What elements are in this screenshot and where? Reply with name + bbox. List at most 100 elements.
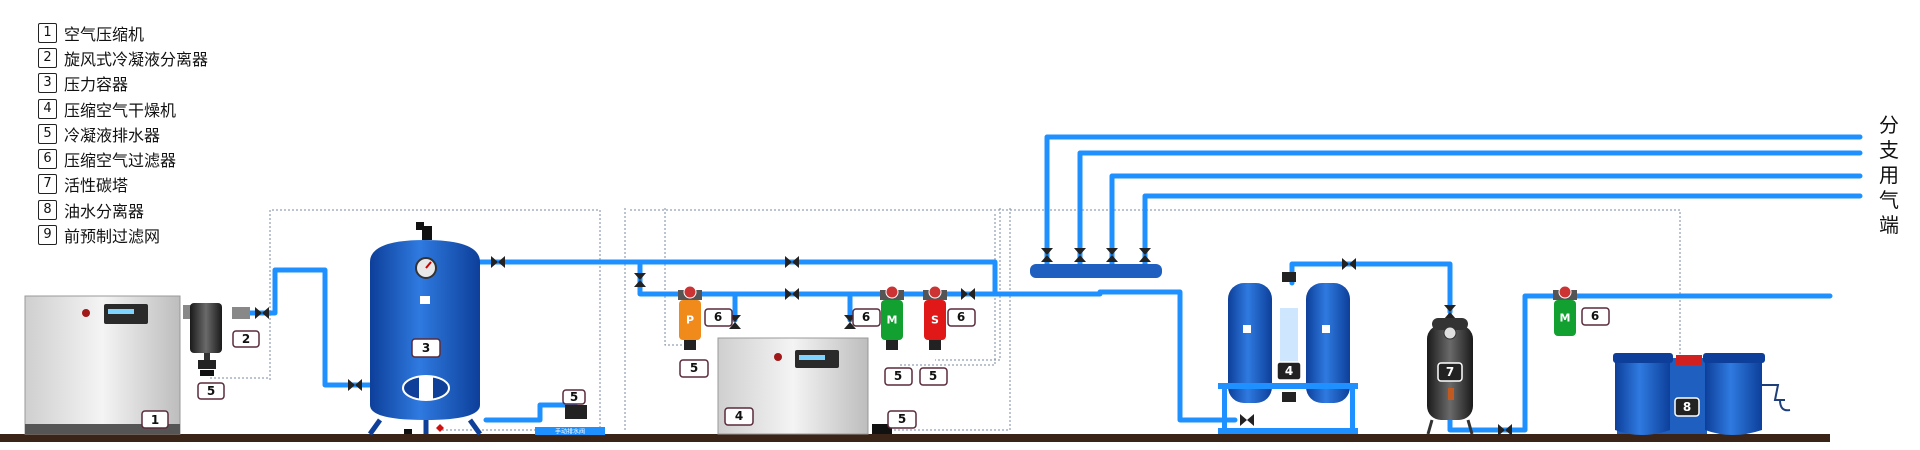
filter-letter-m: M <box>887 314 898 327</box>
svg-text:6: 6 <box>957 310 965 324</box>
legend-label: 活性碳塔 <box>64 176 129 196</box>
valve-icon <box>1444 305 1456 319</box>
svg-text:5: 5 <box>898 412 906 426</box>
branch-label-char: 分 <box>1879 113 1899 137</box>
manual-drain-valve: 手动排水阀 <box>483 402 605 436</box>
legend-num: 1 <box>38 22 57 43</box>
tag-drain: 5 <box>887 410 917 429</box>
branch-label-char: 气 <box>1879 188 1899 212</box>
tag-dryer-refrig: 4 <box>724 407 754 426</box>
pipes <box>247 134 1863 433</box>
legend-item: 7 活性碳塔 <box>38 172 208 197</box>
filter-final <box>1553 285 1577 336</box>
tag-drain: 5 <box>679 359 709 378</box>
svg-text:6: 6 <box>862 310 870 324</box>
tag-drain: 5 <box>919 367 948 386</box>
filter-letter-p: P <box>686 314 694 327</box>
valve-icon <box>1041 248 1053 262</box>
legend-num: 9 <box>38 225 57 246</box>
manual-drain-label: 手动排水阀 <box>555 428 585 436</box>
valves <box>255 248 1512 436</box>
svg-text:5: 5 <box>570 390 578 404</box>
tag-drain: 5 <box>562 389 586 405</box>
distribution-manifold <box>1030 264 1162 278</box>
tag-carbon: 7 <box>1437 362 1463 382</box>
adsorption-dryer <box>1218 272 1358 434</box>
svg-text:8: 8 <box>1683 400 1691 414</box>
valve-icon <box>961 288 975 300</box>
svg-text:2: 2 <box>242 332 250 346</box>
svg-text:4: 4 <box>735 409 743 423</box>
valve-icon <box>255 307 269 319</box>
tag-filter: 6 <box>947 308 976 327</box>
legend-num: 8 <box>38 199 57 220</box>
cyclone-separator <box>183 303 250 369</box>
legend-label: 前预制过滤网 <box>64 227 161 247</box>
tag-filter: 6 <box>1581 307 1610 326</box>
svg-text:5: 5 <box>929 369 937 383</box>
legend-num: 6 <box>38 149 57 170</box>
oil-water-separator <box>1613 353 1791 435</box>
svg-text:4: 4 <box>1285 364 1293 378</box>
svg-text:7: 7 <box>1446 365 1454 379</box>
filter-s <box>923 285 947 350</box>
valve-icon <box>1498 424 1512 436</box>
svg-text:3: 3 <box>422 341 430 355</box>
tag-drain: 5 <box>884 367 913 386</box>
legend-label: 压缩空气过滤器 <box>64 151 177 171</box>
legend-label: 压力容器 <box>64 75 129 95</box>
tag-tank: 3 <box>411 338 441 358</box>
legend-item: 5 冷凝液排水器 <box>38 121 208 146</box>
valve-icon <box>1139 248 1151 262</box>
drain-device <box>200 370 214 376</box>
pressure-tank <box>367 222 483 436</box>
legend-item: 1 空气压缩机 <box>38 20 208 45</box>
branch-outlet-label: 分 支 用 气 端 <box>1874 113 1904 238</box>
valve-icon <box>491 256 505 268</box>
branch-label-char: 端 <box>1879 213 1899 237</box>
valve-icon <box>785 256 799 268</box>
legend-label: 压缩空气干燥机 <box>64 100 177 120</box>
filter-m <box>880 285 904 350</box>
legend-item: 2 旋风式冷凝液分离器 <box>38 45 208 70</box>
legend-item: 6 压缩空气过滤器 <box>38 146 208 171</box>
valve-icon <box>348 379 362 391</box>
tag-filter: 6 <box>704 308 733 327</box>
tag-dryer-ads: 4 <box>1276 361 1302 381</box>
svg-text:5: 5 <box>894 369 902 383</box>
svg-text:6: 6 <box>1591 309 1599 323</box>
branch-label-char: 支 <box>1879 138 1899 162</box>
filter-letter-s: S <box>931 314 939 327</box>
legend-label: 冷凝液排水器 <box>64 125 161 145</box>
valve-icon <box>1106 248 1118 262</box>
legend-num: 7 <box>38 174 57 195</box>
tag-oilwater: 8 <box>1674 397 1700 417</box>
tag-separator: 2 <box>232 330 260 348</box>
svg-text:1: 1 <box>151 413 159 427</box>
tag-compressor: 1 <box>141 410 169 429</box>
floor <box>0 434 1830 442</box>
legend-num: 2 <box>38 47 57 68</box>
legend-num: 5 <box>38 123 57 144</box>
svg-text:5: 5 <box>207 384 215 398</box>
legend-item: 9 前预制过滤网 <box>38 222 208 247</box>
valve-icon <box>1240 414 1254 426</box>
legend-label: 旋风式冷凝液分离器 <box>64 49 209 69</box>
filter-p <box>678 285 702 350</box>
tag-filter: 6 <box>852 308 881 327</box>
branch-label-char: 用 <box>1879 163 1899 187</box>
valve-icon <box>1074 248 1086 262</box>
valve-icon <box>1342 258 1356 270</box>
valve-icon <box>634 273 646 287</box>
legend-item: 4 压缩空气干燥机 <box>38 96 208 121</box>
legend-label: 油水分离器 <box>64 201 145 221</box>
filter-letter-m: M <box>1560 312 1571 325</box>
legend-label: 空气压缩机 <box>64 24 145 44</box>
legend-num: 4 <box>38 98 57 119</box>
svg-text:6: 6 <box>714 310 722 324</box>
svg-text:5: 5 <box>690 361 698 375</box>
valve-icon <box>785 288 799 300</box>
